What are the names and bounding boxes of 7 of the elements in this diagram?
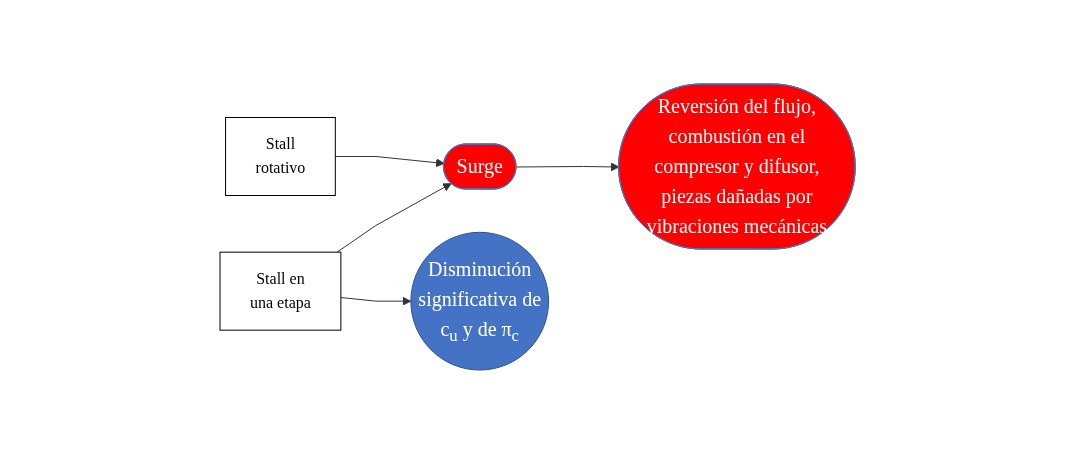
arrow [337, 183, 452, 254]
arrow [335, 156, 445, 168]
node-box: Stall rotativo [225, 117, 337, 197]
node-box: Stall en una etapa [219, 252, 342, 332]
node-circle: Disminución significativa de c$_{u}$ y de π$_{c}$ [410, 232, 550, 371]
arrow [516, 162, 620, 172]
arrow [340, 297, 412, 307]
